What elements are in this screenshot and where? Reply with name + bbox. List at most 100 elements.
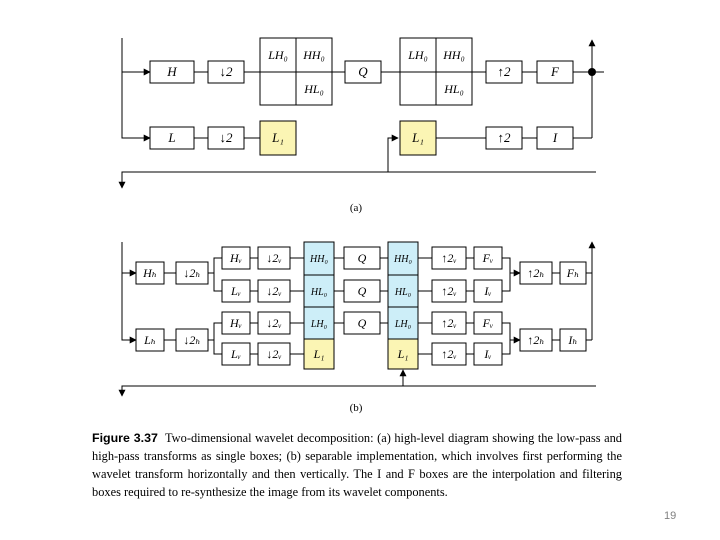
b-downsample-lv2-box bbox=[257, 342, 291, 366]
b-upsample-h-bot-label: ↑2ₕ bbox=[527, 333, 544, 347]
a-l-label: L bbox=[167, 130, 175, 145]
b-upsample-lv2-box bbox=[431, 342, 467, 366]
panel-b-wires bbox=[118, 241, 596, 397]
figure-caption-text: Two-dimensional wavelet decomposition: (… bbox=[92, 431, 622, 499]
page-number: 19 bbox=[664, 510, 677, 522]
b-fv1-box bbox=[473, 246, 503, 270]
a-lh0-out-label: LH₀ bbox=[407, 48, 428, 62]
b-hv1-label: Hᵥ bbox=[229, 251, 242, 265]
b-lh0-label: LH₀ bbox=[310, 319, 328, 330]
b-lv2-box bbox=[221, 342, 251, 366]
a-hh0-label: HH₀ bbox=[302, 48, 325, 62]
b-downsample-lv1-box bbox=[257, 279, 291, 303]
a-upsample-l-label: ↑2 bbox=[498, 130, 512, 145]
b-upsample-h-top-box bbox=[519, 261, 553, 285]
b-hh0-out-box bbox=[387, 241, 419, 276]
b-downsample-hh-label: ↓2ₕ bbox=[183, 266, 200, 280]
b-hl0-out-box bbox=[387, 274, 419, 308]
b-iv2-label: Iᵥ bbox=[483, 347, 491, 361]
b-fv2-label: Fᵥ bbox=[482, 316, 494, 330]
b-downsample-lh-label: ↓2ₕ bbox=[183, 333, 200, 347]
a-l1-box bbox=[259, 120, 297, 156]
b-q2-box bbox=[343, 279, 381, 303]
b-hv2-box bbox=[221, 311, 251, 335]
b-l1-out-label: L₁ bbox=[397, 347, 409, 361]
b-q2-label: Q bbox=[358, 284, 367, 298]
a-hh0-out-box bbox=[435, 37, 473, 73]
b-hh-label: Hₕ bbox=[142, 266, 157, 280]
b-iv2-box bbox=[473, 342, 503, 366]
b-hl0-out-label: HL₀ bbox=[394, 287, 412, 298]
a-hl0-out-box bbox=[435, 71, 473, 106]
a-l1-label: L₁ bbox=[271, 130, 284, 145]
b-lv1-label: Lᵥ bbox=[230, 284, 241, 298]
b-q1-label: Q bbox=[358, 251, 367, 265]
b-upsample-lv2-label: ↑2ᵥ bbox=[441, 347, 456, 361]
a-l1-out-label: L₁ bbox=[411, 130, 424, 145]
a-lh0-box bbox=[259, 37, 297, 73]
b-hh0-label: HH₀ bbox=[309, 254, 328, 265]
a-lh0-label: LH₀ bbox=[267, 48, 288, 62]
b-fv2-box bbox=[473, 311, 503, 335]
b-upsample-lv1-label: ↑2ᵥ bbox=[441, 284, 456, 298]
b-downsample-hv1-label: ↓2ᵥ bbox=[266, 251, 281, 265]
b-q1-box bbox=[343, 246, 381, 270]
b-hh0-box bbox=[303, 241, 335, 276]
b-lh-label: Lₕ bbox=[143, 333, 156, 347]
a-upsample-h-box bbox=[485, 60, 523, 84]
a-hl0-box bbox=[295, 71, 333, 106]
a-empty-box bbox=[259, 71, 297, 106]
b-upsample-h-top-label: ↑2ₕ bbox=[527, 266, 544, 280]
a-h-box bbox=[149, 60, 195, 84]
a-q-label: Q bbox=[358, 64, 368, 79]
a-downsample-l-box bbox=[207, 126, 245, 150]
panel-a: H ↓2 LH₀ HH₀ HL₀ Q LH₀ HH₀ HL₀ ↑2 F L ↓2… bbox=[118, 37, 604, 214]
figure-caption-label: Figure 3.37 bbox=[92, 431, 158, 445]
a-i-label: I bbox=[552, 130, 558, 145]
b-fv1-label: Fᵥ bbox=[482, 251, 494, 265]
b-downsample-hv1-box bbox=[257, 246, 291, 270]
b-downsample-lv2-label: ↓2ᵥ bbox=[266, 347, 281, 361]
b-hv1-box bbox=[221, 246, 251, 270]
b-downsample-lh-box bbox=[175, 328, 209, 352]
a-hh0-out-label: HH₀ bbox=[442, 48, 465, 62]
a-h-label: H bbox=[166, 64, 177, 79]
a-q-box bbox=[344, 60, 382, 84]
wavelet-diagram: H ↓2 LH₀ HH₀ HL₀ Q LH₀ HH₀ HL₀ ↑2 F L ↓2… bbox=[118, 37, 604, 414]
a-l1-out-box bbox=[399, 120, 437, 156]
b-l1-box bbox=[303, 338, 335, 370]
b-upsample-hv1-label: ↑2ᵥ bbox=[441, 251, 456, 265]
b-q3-label: Q bbox=[358, 316, 367, 330]
a-hl0-out-label: HL₀ bbox=[443, 82, 464, 96]
b-l1-label: L₁ bbox=[313, 347, 325, 361]
panel-a-label: (a) bbox=[350, 202, 363, 214]
b-downsample-hv2-box bbox=[257, 311, 291, 335]
b-downsample-lv1-label: ↓2ᵥ bbox=[266, 284, 281, 298]
b-ih-label: Iₕ bbox=[567, 333, 577, 347]
b-upsample-hv2-box bbox=[431, 311, 467, 335]
panel-b: Hₕ ↓2ₕ Lₕ ↓2ₕ Hᵥ Lᵥ Hᵥ Lᵥ ↓2ᵥ ↓2ᵥ ↓2ᵥ ↓2… bbox=[118, 241, 596, 414]
b-hh-box bbox=[135, 261, 165, 285]
b-upsample-lv1-box bbox=[431, 279, 467, 303]
panel-b-label: (b) bbox=[350, 402, 363, 414]
b-iv1-box bbox=[473, 279, 503, 303]
b-upsample-hv2-label: ↑2ᵥ bbox=[441, 316, 456, 330]
a-downsample-h-box bbox=[207, 60, 245, 84]
b-hl0-box bbox=[303, 274, 335, 308]
b-downsample-hv2-label: ↓2ᵥ bbox=[266, 316, 281, 330]
figure-caption: Figure 3.37 Two-dimensional wavelet deco… bbox=[92, 429, 622, 501]
b-lv2-label: Lᵥ bbox=[230, 347, 241, 361]
a-downsample-h-label: ↓2 bbox=[220, 64, 234, 79]
a-upsample-l-box bbox=[485, 126, 523, 150]
a-i-box bbox=[536, 126, 574, 150]
a-f-box bbox=[536, 60, 574, 84]
a-empty-out-box bbox=[399, 71, 437, 106]
a-upsample-h-label: ↑2 bbox=[498, 64, 512, 79]
a-l-box bbox=[149, 126, 195, 150]
b-q3-box bbox=[343, 311, 381, 335]
b-hh0-out-label: HH₀ bbox=[393, 254, 412, 265]
b-upsample-h-bot-box bbox=[519, 328, 553, 352]
b-ih-box bbox=[559, 328, 587, 352]
b-lh0-box bbox=[303, 306, 335, 340]
a-hh0-box bbox=[295, 37, 333, 73]
